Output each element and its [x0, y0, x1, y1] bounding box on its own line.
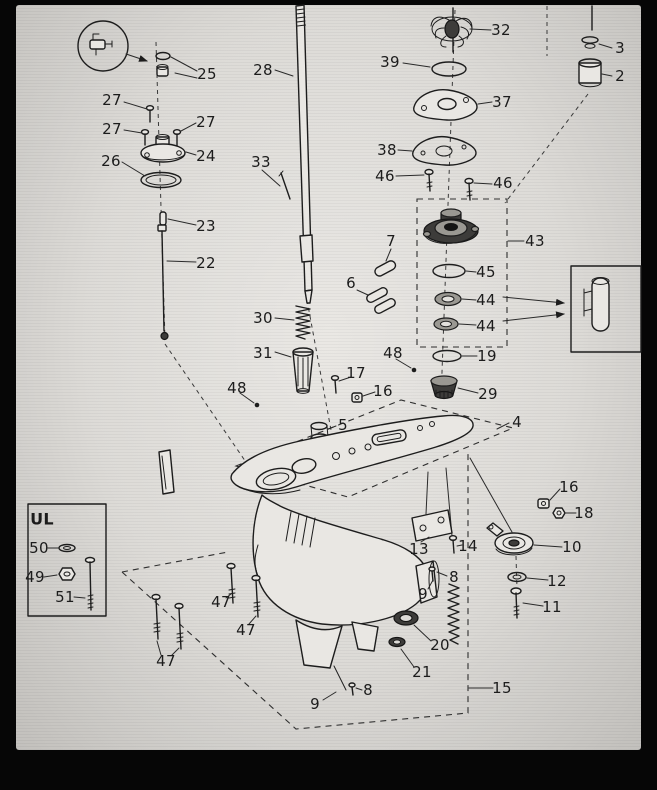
drive-keys [366, 260, 397, 314]
part-label-47: 47 [211, 593, 231, 611]
part-label-29: 29 [478, 385, 498, 403]
top-right-fasteners [578, 5, 602, 88]
bearing-housing-assembly [416, 198, 508, 400]
part-label-16: 16 [559, 478, 579, 496]
part-label-47: 47 [156, 652, 176, 670]
part-label-2: 2 [615, 67, 625, 85]
diagram-paper [16, 5, 641, 750]
part-label-33: 33 [251, 153, 271, 171]
part-label-28: 28 [253, 61, 273, 79]
part-label-8: 8 [363, 681, 373, 699]
grease-callout-icon [77, 20, 148, 72]
part-label-6: 6 [346, 274, 356, 292]
shift-rod-column-parts [140, 51, 186, 341]
part-label-44: 44 [476, 291, 496, 309]
part-label-37: 37 [492, 93, 512, 111]
part-label-20: 20 [430, 636, 450, 654]
driveshaft-spring-and-sleeve [292, 305, 363, 443]
part-label-48: 48 [383, 344, 403, 362]
part-label-16: 16 [373, 382, 393, 400]
dashed-assembly-outlines [121, 399, 515, 730]
part-label-4: 4 [512, 413, 522, 431]
part-label-23: 23 [196, 217, 216, 235]
part-label-13: 13 [409, 540, 429, 558]
part-label-21: 21 [412, 663, 432, 681]
part-label-8: 8 [449, 568, 459, 586]
part-label-3: 3 [615, 39, 625, 57]
part-label-18: 18 [574, 504, 594, 522]
part-label-46: 46 [493, 174, 513, 192]
part-label-47: 47 [236, 621, 256, 639]
part-label-51: 51 [55, 588, 75, 606]
dowel-pins-48 [254, 367, 417, 408]
part-label-19: 19 [477, 347, 497, 365]
part-label-15: 15 [492, 679, 512, 697]
part-label-24: 24 [196, 147, 216, 165]
part-label-32: 32 [491, 21, 511, 39]
part-label-11: 11 [542, 598, 562, 616]
part-label-26: 26 [101, 152, 121, 170]
callout-leader-lines [43, 28, 613, 701]
mounting-bolts-47 [151, 562, 261, 650]
part-label-14: 14 [458, 537, 478, 555]
part-label-9: 9 [418, 585, 428, 603]
bearing-carrier-parts [486, 498, 566, 619]
part-label-43: 43 [525, 232, 545, 250]
part-label-38: 38 [377, 141, 397, 159]
part-label-27: 27 [102, 91, 122, 109]
cover-plate-parts [411, 509, 458, 554]
part-label-7: 7 [386, 232, 396, 250]
part-label-49: 49 [25, 568, 45, 586]
part-label-ul: UL [30, 509, 54, 529]
part-label-22: 22 [196, 254, 216, 272]
water-pump-parts [412, 7, 478, 201]
clamp-callout-box [502, 265, 642, 353]
part-label-48: 48 [227, 379, 247, 397]
part-label-46: 46 [375, 167, 395, 185]
part-label-27: 27 [196, 113, 216, 131]
part-label-27: 27 [102, 120, 122, 138]
part-label-39: 39 [380, 53, 400, 71]
part-label-44: 44 [476, 317, 496, 335]
part-label-5: 5 [338, 416, 348, 434]
ul-hardware-box [27, 503, 107, 617]
part-label-17: 17 [346, 364, 366, 382]
part-label-30: 30 [253, 309, 273, 327]
seal-and-spring-parts [333, 566, 460, 696]
part-label-10: 10 [562, 538, 582, 556]
part-label-31: 31 [253, 344, 273, 362]
driveshaft-part [278, 4, 314, 304]
part-label-50: 50 [29, 539, 49, 557]
part-label-12: 12 [547, 572, 567, 590]
part-label-45: 45 [476, 263, 496, 281]
part-label-25: 25 [197, 65, 217, 83]
part-label-9: 9 [310, 695, 320, 713]
